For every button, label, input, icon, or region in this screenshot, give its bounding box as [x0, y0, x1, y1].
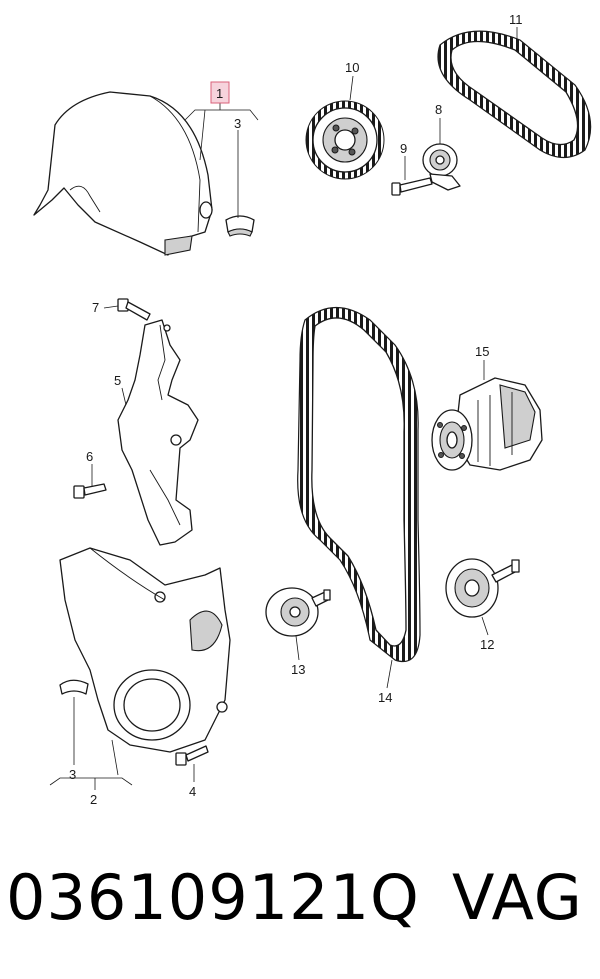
- rear-cover-bracket[interactable]: [117, 319, 199, 546]
- lower-timing-cover[interactable]: [59, 547, 231, 753]
- callout-labels: 1 3 10 9 8 11 7 5 6 15 13 14 12 3 2 4: [69, 12, 523, 807]
- cover-clip-bottom[interactable]: [59, 679, 89, 695]
- idler-roller-left[interactable]: [265, 587, 331, 637]
- callout-14: 14: [378, 690, 392, 705]
- rear-cover-bolt-top[interactable]: [117, 298, 151, 321]
- upper-timing-cover[interactable]: [33, 91, 213, 256]
- callout-12: 12: [480, 637, 494, 652]
- cover-clip-top[interactable]: [225, 215, 255, 237]
- tensioner-bolt[interactable]: [391, 177, 433, 196]
- part-number: 036109121Q: [6, 861, 420, 934]
- rear-cover-bolt-bottom[interactable]: [73, 483, 107, 499]
- callout-4: 4: [189, 784, 196, 799]
- callout-13: 13: [291, 662, 305, 677]
- lower-cover-bolt[interactable]: [175, 745, 209, 766]
- callout-3-bottom: 3: [69, 767, 76, 782]
- callout-8: 8: [435, 102, 442, 117]
- leader-lines: [49, 27, 518, 790]
- tensioner-pulley[interactable]: [422, 143, 461, 191]
- timing-belt-long[interactable]: [297, 307, 421, 663]
- callout-9: 9: [400, 141, 407, 156]
- footer: 036109121Q VAG: [0, 858, 600, 938]
- callout-2: 2: [90, 792, 97, 807]
- brand-name: VAG: [452, 861, 583, 934]
- camshaft-sprocket[interactable]: [305, 100, 385, 180]
- callout-6: 6: [86, 449, 93, 464]
- callout-7: 7: [92, 300, 99, 315]
- toothed-belt-small[interactable]: [437, 30, 592, 159]
- callout-1: 1: [216, 86, 223, 101]
- callout-1-highlight: [210, 81, 230, 104]
- idler-roller-right[interactable]: [445, 558, 520, 618]
- callout-15: 15: [475, 344, 489, 359]
- callout-3-top: 3: [234, 116, 241, 131]
- water-pump[interactable]: [431, 377, 543, 471]
- callout-5: 5: [114, 373, 121, 388]
- callout-10: 10: [345, 60, 359, 75]
- callout-11: 11: [509, 12, 523, 27]
